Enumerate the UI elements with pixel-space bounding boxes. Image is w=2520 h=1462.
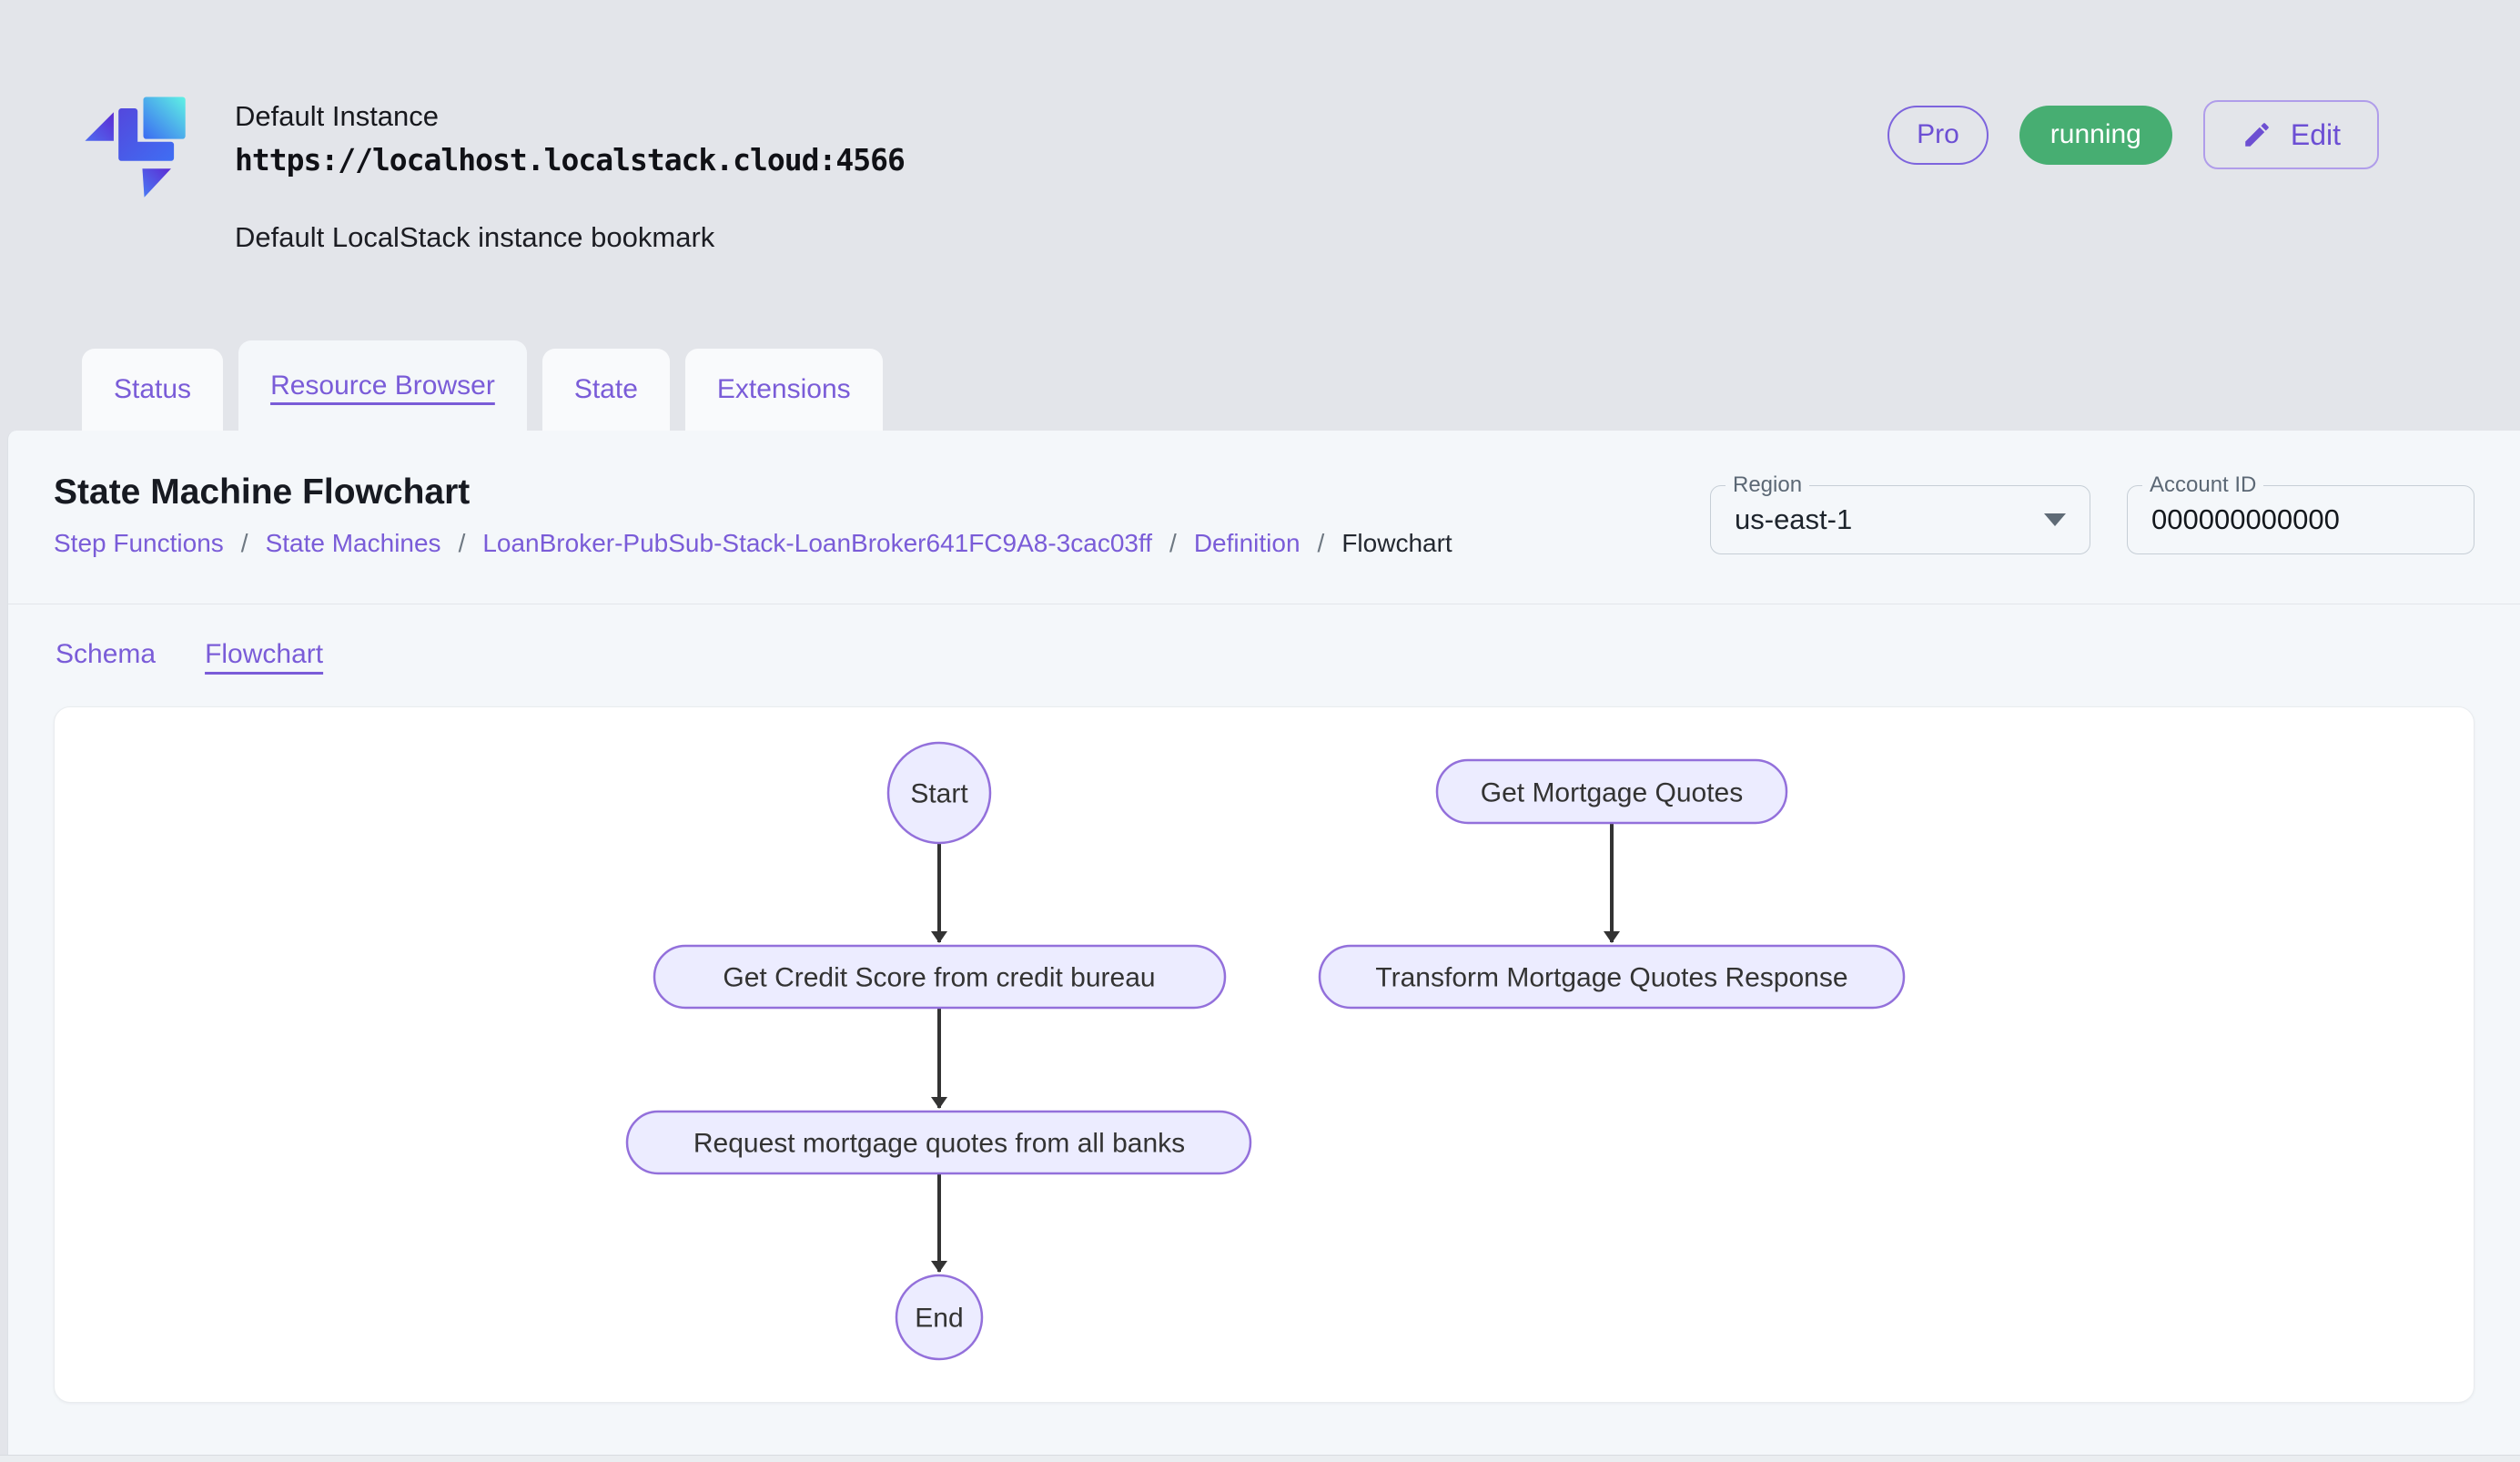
node-request-quotes: Request mortgage quotes from all banks	[625, 1110, 1252, 1175]
breadcrumb-state-machine-name[interactable]: LoanBroker-PubSub-Stack-LoanBroker641FC9…	[482, 529, 1153, 557]
tab-resource-browser-label: Resource Browser	[270, 370, 495, 401]
region-select-label: Region	[1726, 472, 1810, 498]
tab-status[interactable]: Status	[82, 349, 224, 431]
header-actions: Pro running Edit	[1887, 100, 2379, 169]
instance-info: Default Instance https://localhost.local…	[235, 100, 906, 254]
breadcrumb-separator: /	[458, 529, 466, 557]
region-select[interactable]: Region us-east-1	[1710, 472, 2090, 554]
account-id-label: Account ID	[2142, 472, 2264, 498]
node-get-credit-score: Get Credit Score from credit bureau	[653, 944, 1227, 1010]
node-get-credit-score-label: Get Credit Score from credit bureau	[723, 963, 1155, 993]
instance-name: Default Instance	[235, 100, 440, 132]
localstack-logo-icon	[85, 96, 186, 198]
breadcrumb-separator: /	[1169, 529, 1177, 557]
pro-badge: Pro	[1887, 105, 1989, 165]
node-end: End	[895, 1274, 984, 1361]
tab-resource-browser[interactable]: Resource Browser	[238, 340, 527, 431]
chevron-down-icon	[2044, 513, 2066, 526]
node-get-mortgage-quotes: Get Mortgage Quotes	[1435, 758, 1788, 825]
bottom-strip	[0, 1455, 2520, 1462]
pro-badge-label: Pro	[1917, 119, 1959, 149]
flowchart-canvas: Start Get Credit Score from credit burea…	[625, 741, 1906, 1361]
breadcrumb: Step Functions / State Machines / LoanBr…	[54, 529, 1452, 558]
subtab-flowchart[interactable]: Flowchart	[205, 639, 324, 669]
app-header: Default Instance https://localhost.local…	[0, 0, 2520, 431]
tab-state-label: State	[573, 374, 638, 404]
node-start: Start	[886, 741, 992, 845]
subtab-schema[interactable]: Schema	[56, 639, 157, 669]
breadcrumb-separator: /	[1317, 529, 1325, 557]
breadcrumb-separator: /	[240, 529, 248, 557]
page-title: State Machine Flowchart	[54, 472, 471, 512]
node-get-mortgage-quotes-label: Get Mortgage Quotes	[1481, 778, 1744, 808]
breadcrumb-current-flowchart: Flowchart	[1341, 529, 1452, 557]
main-tab-bar: Status Resource Browser State Extensions	[82, 340, 883, 431]
instance-url: https://localhost.localstack.cloud:4566	[235, 142, 906, 178]
breadcrumb-step-functions[interactable]: Step Functions	[54, 529, 224, 557]
node-start-label: Start	[910, 779, 968, 809]
tab-state[interactable]: State	[541, 349, 670, 431]
edit-button-label: Edit	[2290, 117, 2341, 151]
account-id-field: Account ID	[2127, 472, 2474, 554]
region-select-value: us-east-1	[1735, 503, 1853, 535]
flowchart-card: Start Get Credit Score from credit burea…	[54, 706, 2474, 1403]
running-status-badge: running	[2019, 105, 2172, 165]
tab-status-label: Status	[114, 374, 192, 404]
tab-extensions-label: Extensions	[716, 374, 851, 404]
resource-browser-panel: State Machine Flowchart Step Functions /…	[7, 431, 2520, 1455]
node-request-quotes-label: Request mortgage quotes from all banks	[693, 1129, 1185, 1159]
panel-header: State Machine Flowchart Step Functions /…	[8, 431, 2520, 558]
breadcrumb-state-machines[interactable]: State Machines	[265, 529, 441, 557]
definition-subtabs: Schema Flowchart	[8, 604, 2520, 670]
running-status-label: running	[2049, 119, 2141, 149]
title-block: State Machine Flowchart Step Functions /…	[54, 472, 1452, 558]
node-end-label: End	[915, 1304, 963, 1334]
instance-description: Default LocalStack instance bookmark	[235, 221, 715, 253]
tab-extensions[interactable]: Extensions	[684, 349, 883, 431]
scope-fields: Region us-east-1 Account ID	[1710, 472, 2474, 554]
edit-button[interactable]: Edit	[2202, 100, 2379, 169]
breadcrumb-definition[interactable]: Definition	[1193, 529, 1300, 557]
pencil-edit-icon	[2245, 123, 2269, 147]
node-transform-response-label: Transform Mortgage Quotes Response	[1375, 963, 1847, 993]
node-transform-response: Transform Mortgage Quotes Response	[1318, 944, 1906, 1010]
